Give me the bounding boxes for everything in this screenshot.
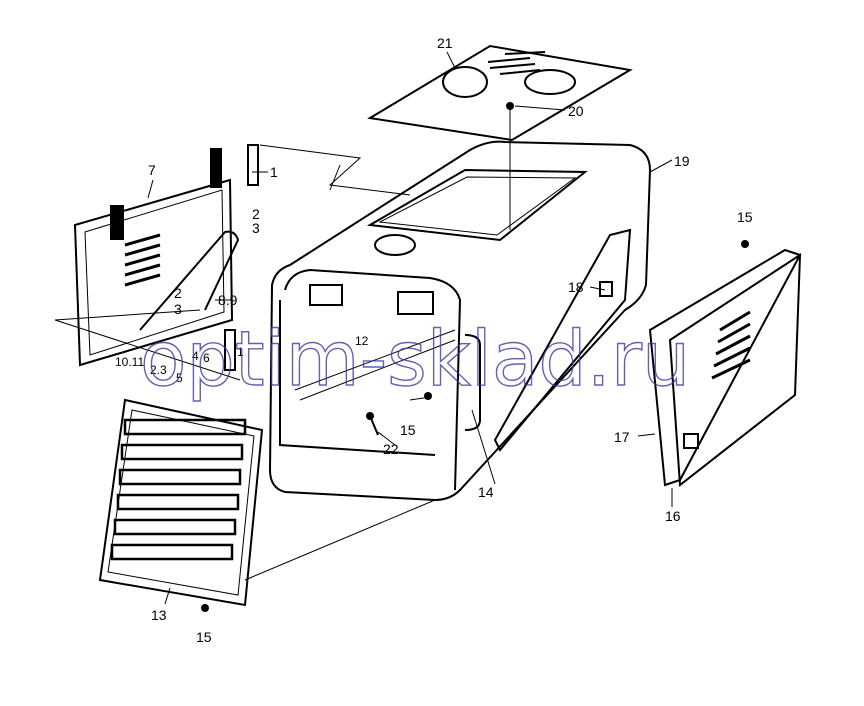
callout-17: 17 bbox=[614, 429, 630, 445]
callout-4: 4 bbox=[192, 349, 199, 363]
left-door bbox=[54, 144, 259, 381]
callout-6: 6 bbox=[203, 351, 210, 365]
callout-18: 18 bbox=[568, 279, 584, 295]
callout-19: 19 bbox=[674, 153, 690, 169]
front-grille bbox=[98, 398, 436, 607]
callout-13: 13 bbox=[151, 607, 167, 623]
callout-5: 5 bbox=[176, 371, 183, 385]
callout-15-bottom: 15 bbox=[196, 629, 212, 645]
callout-20: 20 bbox=[568, 103, 584, 119]
callout-2-lower: 2 bbox=[174, 285, 182, 301]
callout-3-lower: 3 bbox=[174, 301, 182, 317]
fasteners bbox=[201, 392, 432, 612]
callout-8-9: 8.9 bbox=[218, 292, 238, 308]
callout-16: 16 bbox=[665, 508, 681, 524]
callout-2: 2 bbox=[252, 206, 260, 222]
callout-22: 22 bbox=[383, 441, 399, 457]
callout-1-lower: 1 bbox=[237, 345, 244, 359]
cab-body bbox=[259, 140, 652, 502]
callout-10-11: 10.11 bbox=[115, 355, 144, 369]
watermark: optim-sklad.ru bbox=[140, 314, 690, 403]
right-door bbox=[648, 240, 802, 487]
callout-2-3: 2.3 bbox=[150, 363, 167, 377]
leader-lines bbox=[147, 51, 673, 605]
callout-14: 14 bbox=[478, 484, 494, 500]
callout-15-center: 15 bbox=[400, 422, 416, 438]
callout-3: 3 bbox=[252, 220, 260, 236]
callout-15-right: 15 bbox=[737, 209, 753, 225]
callout-21: 21 bbox=[437, 35, 453, 51]
callout-12: 12 bbox=[355, 334, 369, 348]
callout-1: 1 bbox=[270, 164, 278, 180]
roof-panel bbox=[367, 44, 633, 230]
callout-7: 7 bbox=[148, 162, 156, 178]
